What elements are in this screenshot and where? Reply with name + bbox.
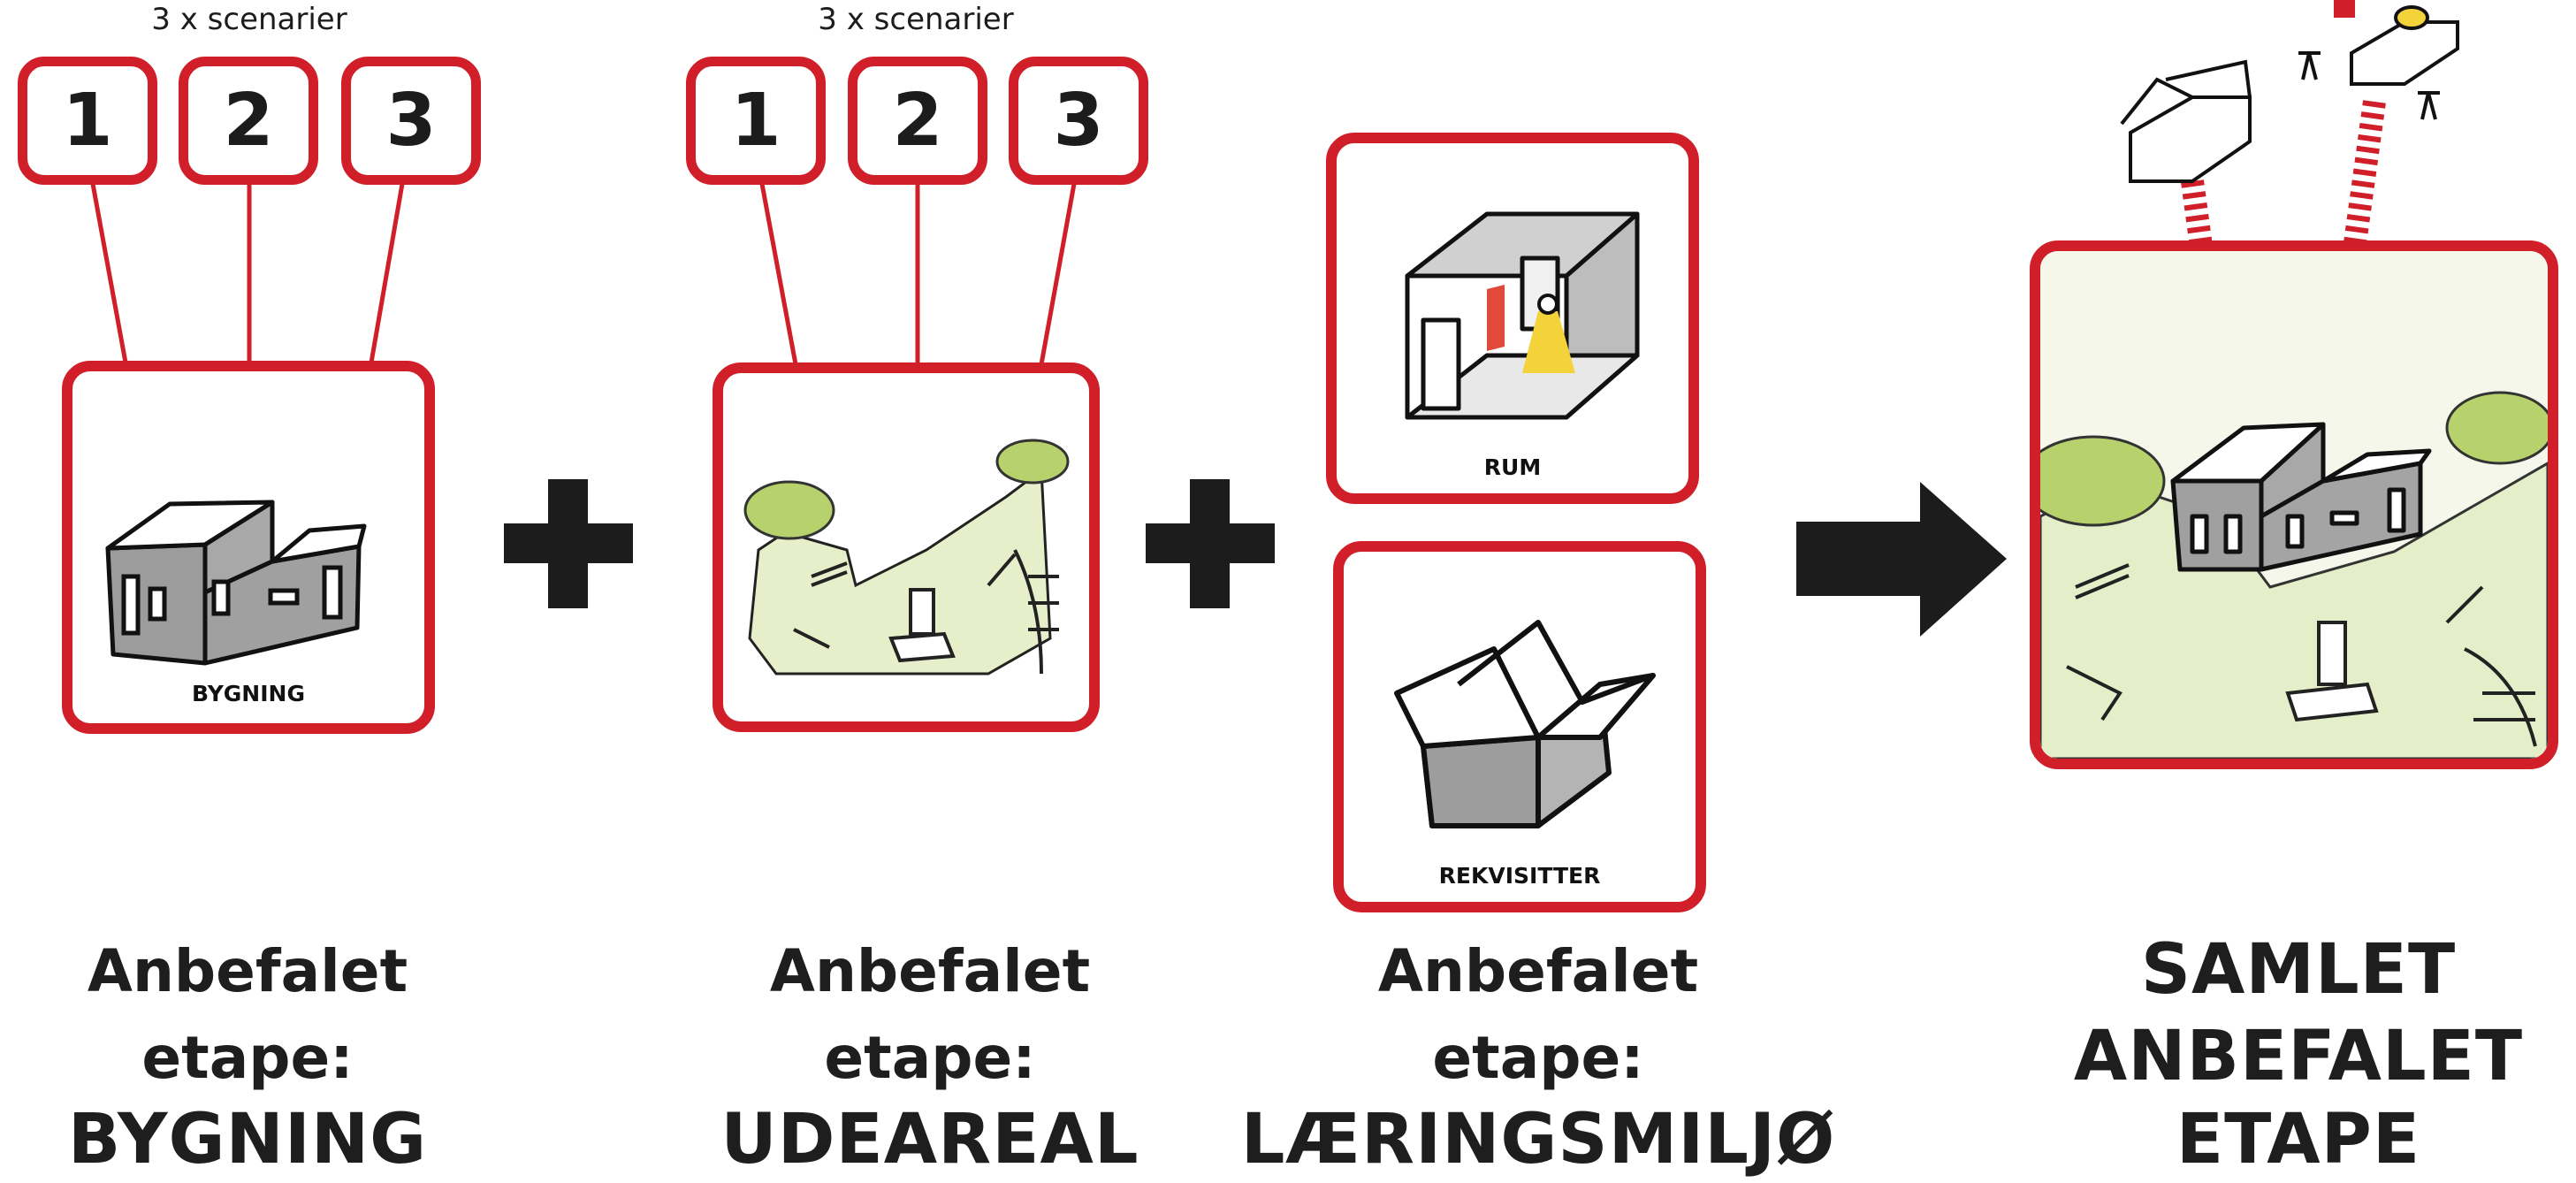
- room-card: RUM: [1326, 133, 1699, 504]
- card-caption: REKVISITTER: [1438, 863, 1601, 889]
- combined-scene-sketch-icon: [2040, 251, 2548, 759]
- card-caption: RUM: [1483, 454, 1542, 480]
- heading-line-2: etape:: [1432, 1024, 1644, 1092]
- scenarios-label: 3 x scenarier: [818, 2, 1014, 37]
- outdoor-card: [713, 363, 1100, 732]
- heading-line-2: etape:: [141, 1024, 354, 1092]
- scenarios-label: 3 x scenarier: [151, 2, 347, 37]
- plus-icon: [504, 479, 633, 608]
- scenario-number-2: 2: [179, 57, 318, 185]
- heading-line-2: ANBEFALET: [2073, 1017, 2524, 1096]
- heading-line-3: ETAPE: [2176, 1100, 2421, 1179]
- card-caption: BYGNING: [192, 681, 305, 706]
- scenario-number-1: 1: [18, 57, 157, 185]
- building-card: BYGNING: [62, 361, 435, 734]
- scenario-number-3: 3: [1009, 57, 1148, 185]
- scenario-number-2: 2: [848, 57, 987, 185]
- heading-line-2: etape:: [824, 1024, 1036, 1092]
- heading-line-1: Anbefalet: [1377, 937, 1699, 1005]
- props-card: REKVISITTER: [1333, 541, 1706, 912]
- heading-line-1: Anbefalet: [769, 937, 1091, 1005]
- room-sketch-icon: [1405, 211, 1640, 420]
- heading-line-1: Anbefalet: [87, 937, 408, 1005]
- building-sketch-icon: [105, 500, 367, 666]
- scenario-number-1: 1: [686, 57, 826, 185]
- plus-icon: [1146, 479, 1275, 608]
- box-sketch-icon: [1394, 620, 1656, 828]
- arrow-right-icon: [1796, 482, 2007, 637]
- scenario-number-3: 3: [341, 57, 481, 185]
- combined-card: [2030, 240, 2558, 769]
- heading-line-1: SAMLET: [2140, 930, 2457, 1010]
- outdoor-sketch-icon: [743, 439, 1070, 675]
